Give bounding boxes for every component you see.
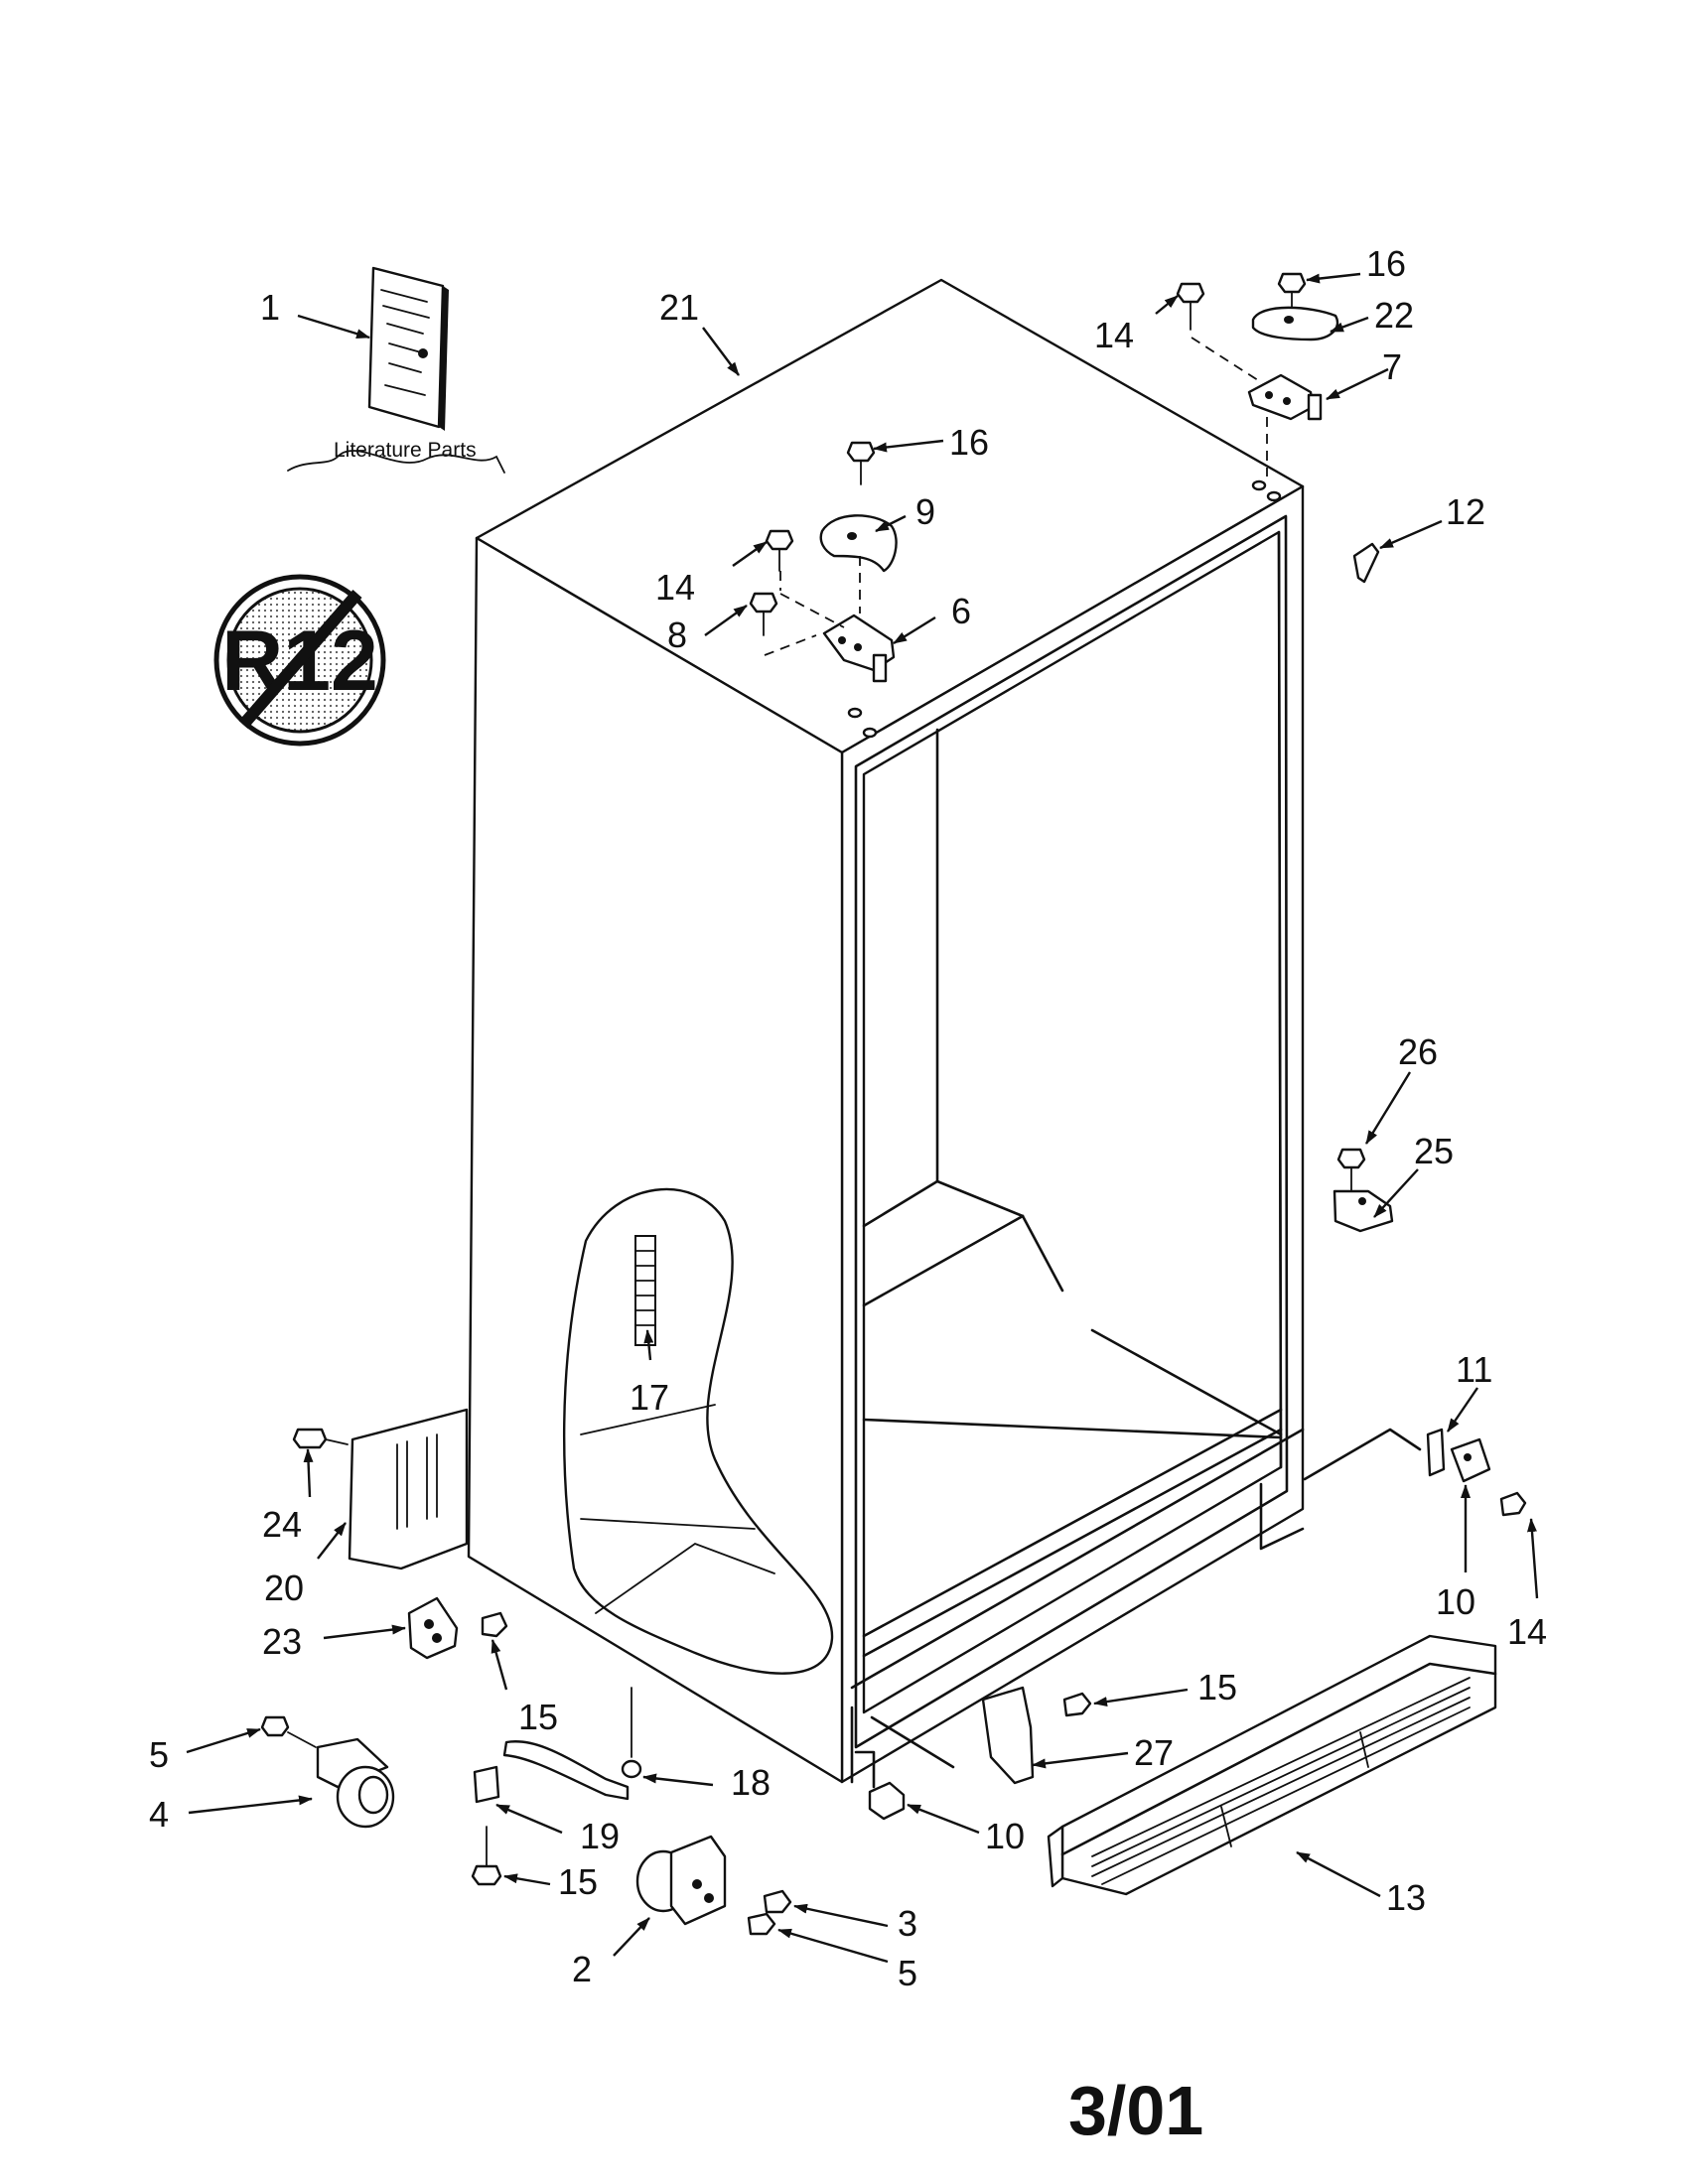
callout-15-bottom: 15 xyxy=(558,1861,598,1902)
screw-14-right xyxy=(1176,282,1205,331)
callout-5-bottom: 5 xyxy=(898,1953,917,1993)
callout-16-center: 16 xyxy=(949,422,989,463)
water-tube xyxy=(471,1687,642,1886)
callout-17: 17 xyxy=(630,1377,669,1418)
bracket-27 xyxy=(870,1686,1092,1785)
callout-labels: 1 21 16 9 14 8 6 16 14 22 7 12 26 25 11 … xyxy=(149,243,1547,1993)
callout-15-right: 15 xyxy=(1197,1667,1237,1707)
callout-13: 13 xyxy=(1386,1877,1426,1918)
drain-tube xyxy=(634,1235,656,1346)
side-cutaway xyxy=(562,1187,834,1675)
callout-20: 20 xyxy=(264,1568,304,1608)
callout-15-left: 15 xyxy=(518,1697,558,1737)
front-roller-2 xyxy=(635,1835,792,1936)
screw-14-top xyxy=(765,529,794,572)
callout-arrows xyxy=(186,272,1539,1964)
callout-9: 9 xyxy=(915,491,935,532)
callout-14-center: 14 xyxy=(655,567,695,608)
callout-4: 4 xyxy=(149,1794,169,1835)
callout-25: 25 xyxy=(1414,1131,1454,1171)
callout-22: 22 xyxy=(1374,295,1414,336)
callout-16-right: 16 xyxy=(1366,243,1406,284)
screw-16-top xyxy=(846,441,876,485)
refrigerator-cabinet xyxy=(467,278,1305,1789)
callout-14-right: 14 xyxy=(1094,315,1134,355)
screw-16-right xyxy=(1277,272,1307,309)
bottom-right-hinge xyxy=(1303,1428,1527,1517)
callout-7: 7 xyxy=(1382,346,1402,387)
callout-14-bottom: 14 xyxy=(1507,1611,1547,1652)
callout-12: 12 xyxy=(1446,491,1485,532)
bracket-25 xyxy=(1333,1148,1394,1233)
callout-23: 23 xyxy=(262,1621,302,1662)
callout-11: 11 xyxy=(1456,1349,1492,1390)
rear-machine-cover xyxy=(292,1408,469,1570)
callout-19: 19 xyxy=(580,1816,620,1856)
callout-18: 18 xyxy=(731,1762,771,1803)
literature-label: Literature Parts xyxy=(287,439,505,474)
callout-27: 27 xyxy=(1134,1732,1174,1773)
top-hinge-right xyxy=(1176,272,1339,477)
rear-roller-4 xyxy=(260,1715,395,1829)
literature-booklet xyxy=(367,266,449,431)
callout-6: 6 xyxy=(951,591,971,631)
callout-5-left: 5 xyxy=(149,1734,169,1775)
bracket-10-bottom xyxy=(868,1781,906,1821)
toe-grille xyxy=(1047,1634,1497,1896)
callout-26: 26 xyxy=(1398,1031,1438,1072)
callout-21: 21 xyxy=(659,287,699,328)
callout-24: 24 xyxy=(262,1504,302,1545)
bracket-23 xyxy=(407,1596,508,1660)
door-stop-clip xyxy=(1352,542,1380,584)
screw-8 xyxy=(749,592,778,636)
callout-3: 3 xyxy=(898,1903,917,1944)
callout-8: 8 xyxy=(667,614,687,655)
no-r12-badge: R12 xyxy=(213,574,386,747)
callout-10-bottom: 10 xyxy=(985,1816,1025,1856)
callout-2: 2 xyxy=(572,1949,592,1989)
callout-10-right: 10 xyxy=(1436,1581,1475,1622)
revision-date: 3/01 xyxy=(1068,2072,1203,2149)
callout-1: 1 xyxy=(260,287,280,328)
